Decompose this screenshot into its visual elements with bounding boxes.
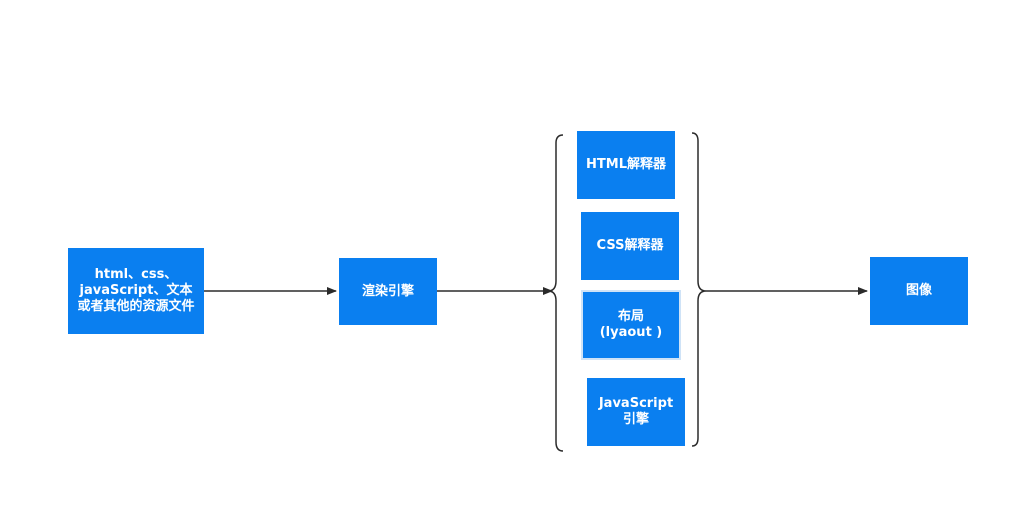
javascript-engine-node: JavaScript 引擎 bbox=[587, 378, 685, 446]
render-engine-node: 渲染引擎 bbox=[339, 258, 437, 325]
left-brace bbox=[547, 134, 564, 452]
source-files-label: html、css、 javaScript、文本 或者其他的资源文件 bbox=[77, 267, 195, 314]
image-output-node: 图像 bbox=[870, 257, 968, 325]
render-engine-label: 渲染引擎 bbox=[361, 283, 414, 299]
layout-node: 布局 (lyaout ) bbox=[581, 290, 681, 360]
css-parser-label: CSS解释器 bbox=[596, 238, 664, 253]
javascript-engine-label: JavaScript 引擎 bbox=[598, 396, 674, 427]
css-parser-node: CSS解释器 bbox=[581, 212, 679, 280]
image-output-label: 图像 bbox=[905, 283, 932, 298]
html-parser-node: HTML解释器 bbox=[577, 131, 675, 199]
layout-label: 布局 (lyaout ) bbox=[599, 309, 663, 340]
right-brace bbox=[691, 132, 707, 447]
source-files-node: html、css、 javaScript、文本 或者其他的资源文件 bbox=[68, 248, 204, 334]
html-parser-label: HTML解释器 bbox=[586, 157, 666, 172]
